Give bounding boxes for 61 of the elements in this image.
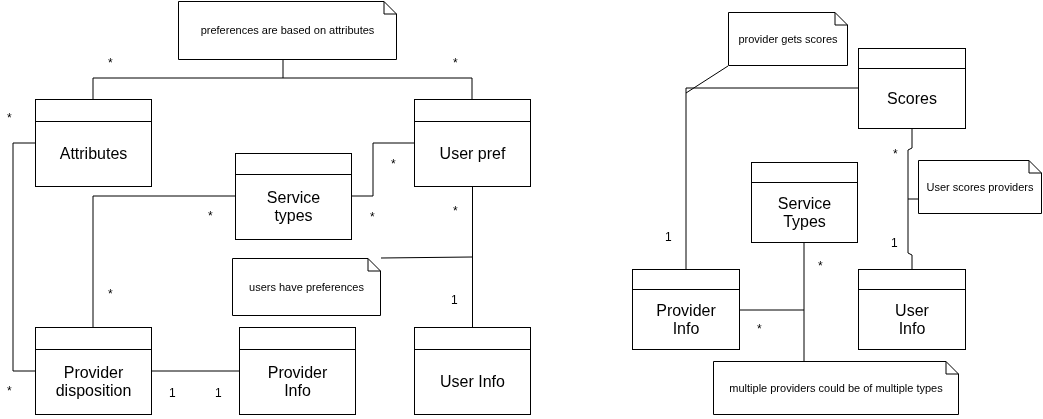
class-box: [35, 327, 152, 415]
class-box: [751, 162, 858, 243]
multiplicity-label: 1: [665, 231, 672, 243]
note-text: preferences are based on attributes: [199, 23, 376, 38]
note: [918, 160, 1042, 214]
note: [178, 1, 397, 60]
class-box: [414, 99, 531, 187]
class-name: Service Types: [776, 193, 833, 232]
association-line: [472, 186, 473, 328]
multiplicity-label: *: [391, 158, 396, 170]
note: [232, 258, 381, 316]
leader-line: [380, 256, 473, 259]
class-name: Provider disposition: [58, 363, 129, 401]
class-box: [35, 99, 152, 187]
multiplicity-label: *: [757, 323, 762, 335]
note-text: User scores providers: [925, 179, 1035, 195]
class-box: [235, 153, 352, 240]
class-name: Provider Info: [655, 300, 717, 339]
leader-line: [282, 59, 284, 79]
association-line: [907, 128, 913, 270]
note-text: multiple providers could be of multiple types: [728, 380, 944, 396]
leader-line: [907, 198, 919, 200]
association-line: [351, 142, 415, 197]
multiplicity-label: *: [453, 57, 458, 69]
multiplicity-label: *: [370, 211, 375, 223]
association-line: [92, 195, 236, 328]
leader-line: [803, 309, 805, 362]
multiplicity-label: *: [108, 288, 113, 300]
association-line: [92, 77, 473, 100]
note-text: users have preferences: [248, 279, 365, 295]
class-name: Provider Info: [266, 363, 329, 401]
note-text: provider gets scores: [737, 31, 839, 47]
multiplicity-label: *: [108, 57, 113, 69]
association-line: [151, 370, 240, 372]
class-name: Service types: [265, 188, 322, 226]
class-name: User Info: [439, 372, 506, 392]
class-box: [632, 269, 740, 350]
class-name: User Info: [894, 300, 930, 339]
class-box: [414, 327, 531, 415]
class-name: Attributes: [58, 144, 129, 164]
association-line: [12, 142, 36, 372]
multiplicity-label: 1: [891, 237, 898, 249]
note: [713, 361, 959, 415]
class-box: [239, 327, 356, 415]
multiplicity-label: *: [7, 112, 12, 124]
multiplicity-label: *: [818, 260, 823, 272]
note: [728, 12, 848, 66]
association-line: [685, 87, 859, 270]
association-line: [739, 242, 805, 311]
multiplicity-label: 1: [451, 294, 458, 306]
multiplicity-label: *: [208, 210, 213, 222]
class-box: [858, 269, 966, 350]
multiplicity-label: *: [7, 385, 12, 397]
class-name: User pref: [438, 144, 507, 164]
multiplicity-label: *: [893, 148, 898, 160]
multiplicity-label: 1: [215, 387, 222, 399]
class-box: [858, 48, 966, 129]
leader-line: [685, 65, 729, 94]
multiplicity-label: 1: [169, 387, 176, 399]
class-name: Scores: [886, 88, 938, 109]
multiplicity-label: *: [453, 205, 458, 217]
